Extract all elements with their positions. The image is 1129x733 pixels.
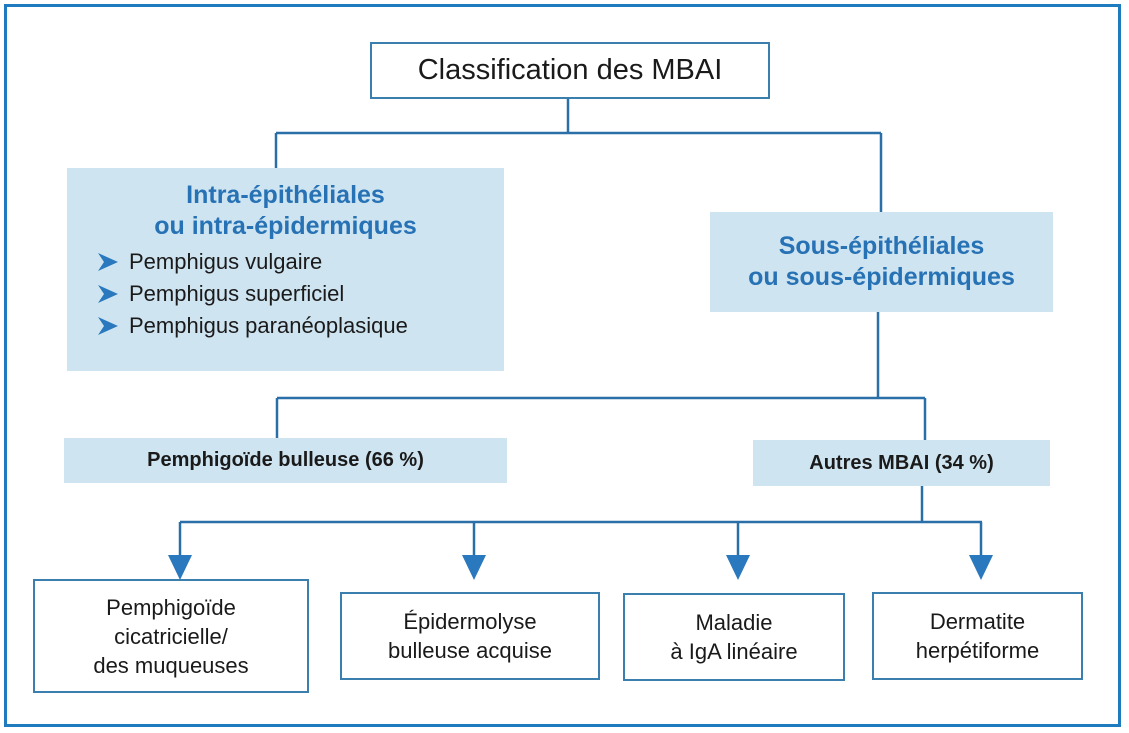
intra-title-line-2: ou intra-épidermiques	[154, 212, 417, 240]
arrow-bullet-icon	[98, 253, 118, 271]
list-item: Pemphigus vulgaire	[97, 246, 408, 278]
autres-mbai-label: Autres MBAI (34 %)	[809, 451, 994, 474]
root-node: Classification des MBAI	[370, 42, 770, 99]
leaf-line: à IgA linéaire	[670, 639, 798, 664]
root-label: Classification des MBAI	[417, 54, 723, 86]
arrowhead-icon	[726, 555, 750, 580]
pemphigoide-bulleuse-label: Pemphigoïde bulleuse (66 %)	[147, 449, 424, 471]
list-item: Pemphigus paranéoplasique	[97, 310, 408, 342]
leaf-line: herpétiforme	[915, 638, 1040, 663]
sous-epithelial-node: Sous-épithéliales ou sous-épidermiques	[710, 212, 1053, 312]
list-item-label: Pemphigus paranéoplasique	[129, 313, 408, 338]
intra-title-line-1: Intra-épithéliales	[186, 181, 385, 209]
leaf-line: bulleuse acquise	[388, 638, 552, 663]
leaf-line: Dermatite	[929, 609, 1026, 634]
leaf-node-iga-lineaire: Maladie à IgA linéaire	[623, 593, 845, 681]
arrowhead-icon	[969, 555, 993, 580]
sous-title-line-2: ou sous-épidermiques	[748, 263, 1015, 291]
arrow-bullet-icon	[98, 285, 118, 303]
arrowhead-icon	[462, 555, 486, 580]
intra-title: Intra-épithéliales ou intra-épidermiques	[154, 180, 417, 242]
autres-mbai-node: Autres MBAI (34 %)	[753, 440, 1050, 486]
list-item-label: Pemphigus superficiel	[129, 281, 345, 306]
leaf-node-dermatite-herpetiforme: Dermatite herpétiforme	[872, 592, 1083, 680]
intra-epithelial-node: Intra-épithéliales ou intra-épidermiques…	[67, 168, 504, 371]
leaf-line: cicatricielle/	[114, 623, 228, 649]
leaf-node-pemphigoide-cicatricielle: Pemphigoïde cicatricielle/ des muqueuses	[33, 579, 309, 693]
intra-list: Pemphigus vulgaire Pemphigus superficiel…	[97, 246, 408, 342]
pemphigoide-bulleuse-node: Pemphigoïde bulleuse (66 %)	[64, 438, 507, 483]
list-item: Pemphigus superficiel	[97, 278, 408, 310]
sous-title-line-1: Sous-épithéliales	[778, 232, 985, 260]
leaf-line: Pemphigoïde	[106, 594, 236, 620]
leaf-line: Maladie	[695, 610, 773, 635]
list-item-label: Pemphigus vulgaire	[129, 249, 323, 274]
arrow-bullet-icon	[98, 317, 118, 335]
diagram-frame	[4, 4, 1121, 727]
leaf-line: des muqueuses	[93, 652, 249, 678]
arrowhead-icon	[168, 555, 192, 580]
leaf-node-epidermolyse: Épidermolyse bulleuse acquise	[340, 592, 600, 680]
leaf-line: Épidermolyse	[403, 609, 537, 634]
